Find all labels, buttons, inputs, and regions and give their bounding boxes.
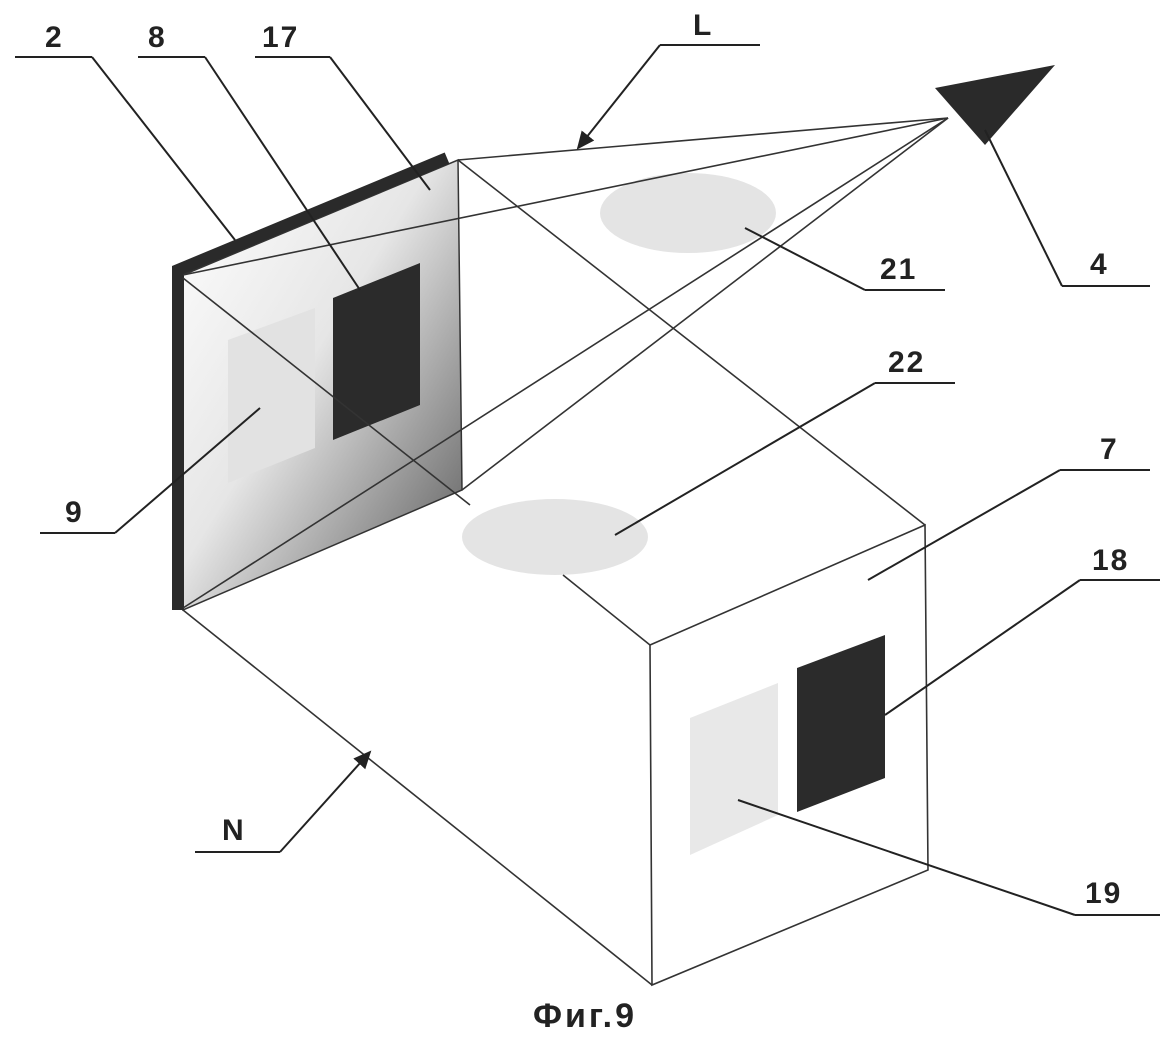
svg-text:9: 9 — [65, 496, 84, 529]
source-triangle-4 — [935, 65, 1055, 145]
ray-L — [458, 118, 948, 160]
label-19: 19 — [738, 800, 1160, 915]
box-edge — [183, 610, 652, 985]
svg-text:21: 21 — [880, 253, 917, 286]
svg-text:18: 18 — [1092, 544, 1129, 577]
svg-text:22: 22 — [888, 346, 925, 379]
label-22: 22 — [615, 346, 955, 535]
label-2: 2 — [15, 21, 235, 240]
light-spot-22 — [462, 499, 648, 575]
svg-text:19: 19 — [1085, 877, 1122, 910]
svg-text:4: 4 — [1090, 248, 1109, 281]
label-N: N — [195, 752, 370, 852]
box-edge — [563, 575, 650, 645]
dark-area-18 — [797, 635, 885, 812]
svg-text:N: N — [222, 814, 246, 847]
light-spot-21 — [600, 173, 776, 253]
svg-text:L: L — [693, 9, 713, 42]
label-17: 17 — [255, 21, 430, 190]
svg-text:7: 7 — [1100, 433, 1119, 466]
light-area-19 — [690, 683, 778, 855]
label-21: 21 — [745, 228, 945, 290]
svg-text:17: 17 — [262, 21, 299, 54]
label-L: L — [578, 9, 760, 148]
svg-text:8: 8 — [148, 21, 167, 54]
label-4: 4 — [985, 130, 1150, 286]
svg-text:2: 2 — [45, 21, 64, 54]
figure-caption: Фиг.9 — [533, 997, 637, 1035]
